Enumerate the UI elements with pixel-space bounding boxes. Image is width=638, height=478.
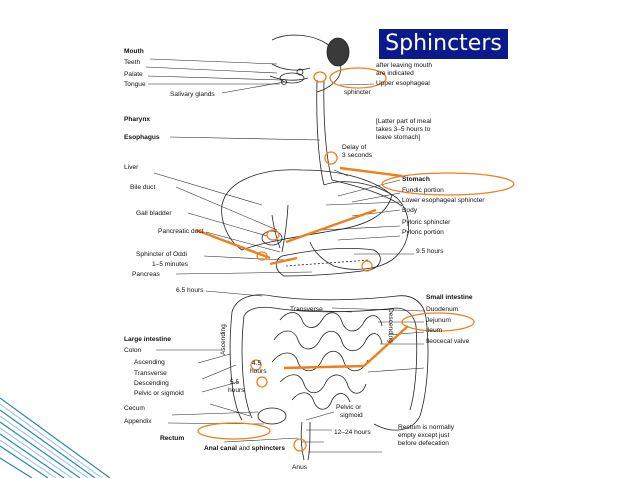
slide-title: Sphincters [385, 31, 502, 56]
highlight-lower-esophageal [381, 172, 515, 196]
label-salivary-glands: Salivary glands [170, 91, 215, 98]
label-ileocecal-valve: Ileocecal valve [426, 338, 470, 345]
label-body: Body [402, 207, 418, 214]
label-pelvic-right-2: sigmoid [340, 412, 363, 419]
label-descending-vertical: Descending [387, 308, 394, 343]
highlight-jejunum [401, 312, 475, 332]
label-delay-1: Delay of [342, 144, 367, 151]
label-pancreatic-duct: Pancreatic duct [158, 228, 204, 235]
brain-shape [326, 37, 350, 67]
digestive-figure: Mouth Teeth Palate Tongue Salivary gland… [112, 20, 525, 476]
large-intestine-frame [229, 294, 429, 431]
label-descending: Descending [134, 380, 169, 387]
label-large-intestine: Large intestine [124, 336, 171, 343]
label-4-5-hours: hours [250, 368, 267, 375]
label-5-5-hours: hours [228, 387, 245, 394]
label-gall-bladder: Gall bladder [136, 210, 172, 217]
label-delay-2: 3 seconds [342, 152, 373, 159]
label-pharynx: Pharynx [124, 116, 151, 123]
label-cecum: Cecum [124, 405, 145, 412]
label-liver: Liver [124, 164, 139, 171]
label-pyloric-sphincter: Pyloric sphincter [402, 219, 451, 226]
label-pancreas: Pancreas [132, 271, 160, 278]
liver-outline [221, 169, 393, 251]
label-5-5: 5.5 [230, 379, 240, 386]
label-ascending: Ascending [134, 359, 165, 366]
label-12-24-hours: 12–24 hours [334, 429, 371, 436]
label-rectum-note-1: Rectum is normally [398, 424, 455, 431]
label-4-5: 4.5 [252, 360, 262, 367]
label-palate: Palate [124, 71, 143, 78]
label-time-note-1: after leaving mouth [376, 62, 433, 69]
label-duodenum: Duodenum [426, 306, 459, 313]
label-appendix: Appendix [124, 418, 152, 425]
label-bile-duct: Bile duct [130, 184, 156, 191]
label-6-5-hours: 6.5 hours [176, 287, 204, 294]
label-anal-canal: Anal canal and sphincters [204, 445, 285, 453]
highlight-upper-esophageal [329, 67, 387, 89]
esophagus-tube [316, 79, 325, 186]
label-jejunum: Jejunum [426, 317, 451, 324]
label-time-note-2: are indicated [376, 70, 414, 77]
label-mouth: Mouth [124, 48, 144, 55]
label-lower-esophageal: Lower esophageal sphincter [402, 197, 485, 204]
label-meal-3: leave stomach] [376, 134, 421, 141]
label-rectum-note-2: empty except just [398, 432, 450, 439]
digestive-system-drawing [145, 34, 515, 461]
label-esophagus: Esophagus [124, 134, 160, 141]
label-tongue: Tongue [124, 81, 146, 88]
label-pelvic-or-sigmoid: Pelvic or sigmoid [134, 390, 184, 397]
rectum-tube [300, 421, 305, 461]
label-ascending-vertical: Ascending [220, 324, 227, 355]
label-transverse-top: Transverse [290, 306, 323, 313]
label-meal-1: [Latter part of meal [376, 118, 432, 125]
highlight-line-stomach [339, 166, 403, 178]
label-meal-2: takes 3–5 hours to [376, 126, 431, 133]
label-anal-sphincters: sphincters [251, 445, 286, 452]
label-upper-sphincter: sphincter [344, 89, 371, 96]
label-colon: Colon [124, 347, 142, 354]
gall-bladder-shape [261, 230, 283, 246]
label-9-5-hours: 9.5 hours [416, 248, 444, 255]
label-transverse: Transverse [134, 370, 167, 377]
label-sphincter-of-oddi: Sphincter of Oddi [136, 251, 187, 258]
bile-duct-line [271, 214, 281, 249]
title-banner: Sphincters [379, 29, 508, 59]
label-pyloric-portion: Pyloric portion [402, 229, 444, 236]
highlight-anal [197, 422, 271, 440]
tongue-shape [279, 72, 305, 84]
label-fundic-portion: Fundic portion [402, 187, 444, 194]
small-intestine-loops [271, 312, 383, 410]
label-anus: Anus [292, 464, 308, 471]
label-rectum: Rectum [160, 435, 185, 442]
label-anal-canal-text: Anal canal [204, 445, 237, 452]
mouth-cavity [269, 75, 309, 81]
label-ileum: Ileum [426, 327, 443, 334]
stomach-outline [309, 181, 409, 270]
label-teeth: Teeth [124, 59, 141, 66]
label-pelvic-right-1: Pelvic or [336, 404, 362, 411]
label-anal-and: and [236, 445, 252, 452]
label-stomach: Stomach [402, 176, 430, 183]
label-upper-esophageal: Upper esophageal [376, 80, 430, 87]
label-small-intestine: Small intestine [426, 294, 473, 301]
label-rectum-note-3: before defecation [398, 440, 449, 447]
label-oddi-time: 1–5 minutes [152, 261, 188, 268]
